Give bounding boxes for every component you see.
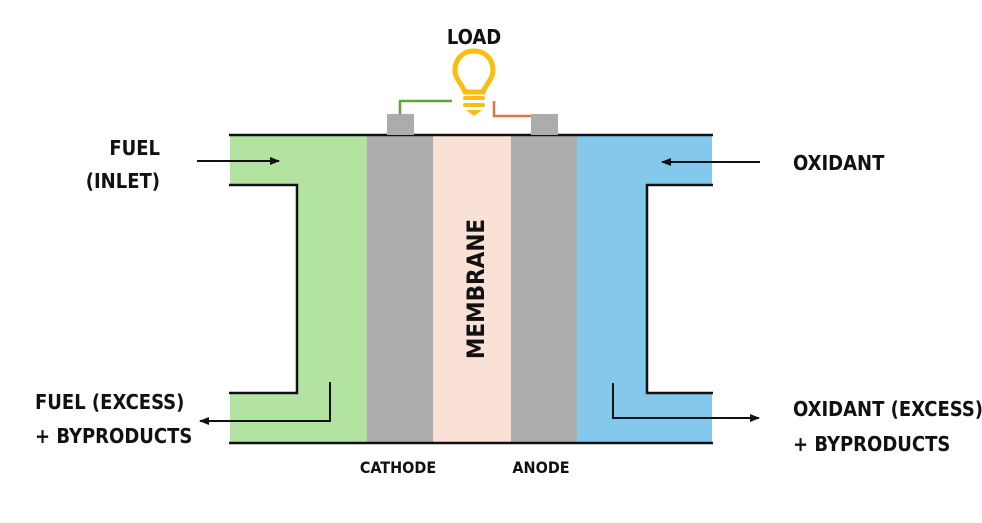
oxidant-excess-label-line1: OXIDANT (EXCESS) [793,397,982,421]
oxidant-channel [577,135,712,443]
oxidant-excess-label-line2: + BYPRODUCTS [793,432,950,456]
anode-layer [511,135,577,443]
fuel-outlet-arrow [199,382,331,425]
fuel-inlet-label-line1: FUEL [109,136,160,160]
cell-outline [229,133,713,445]
cathode-terminal [387,114,414,135]
lightbulb-icon [452,48,496,116]
anode-label: ANODE [512,458,569,477]
fuel-excess-label-line1: FUEL (EXCESS) [35,390,184,414]
wire-left [398,99,452,114]
cathode-label: CATHODE [360,458,436,477]
fuel-channel [230,135,367,443]
fuel-excess-label-line2: + BYPRODUCTS [35,424,192,448]
fuel-inlet-label-line2: (INLET) [86,169,160,193]
load-label: LOAD [447,25,501,49]
wire-right [492,101,531,118]
flow-arrows [197,157,760,425]
oxidant-label: OXIDANT [793,151,885,175]
membrane-layer [433,135,511,443]
cathode-layer [367,135,433,443]
membrane-label: MEMBRANE [462,219,490,359]
oxidant-outlet-arrow [612,383,760,422]
anode-terminal [531,114,558,135]
